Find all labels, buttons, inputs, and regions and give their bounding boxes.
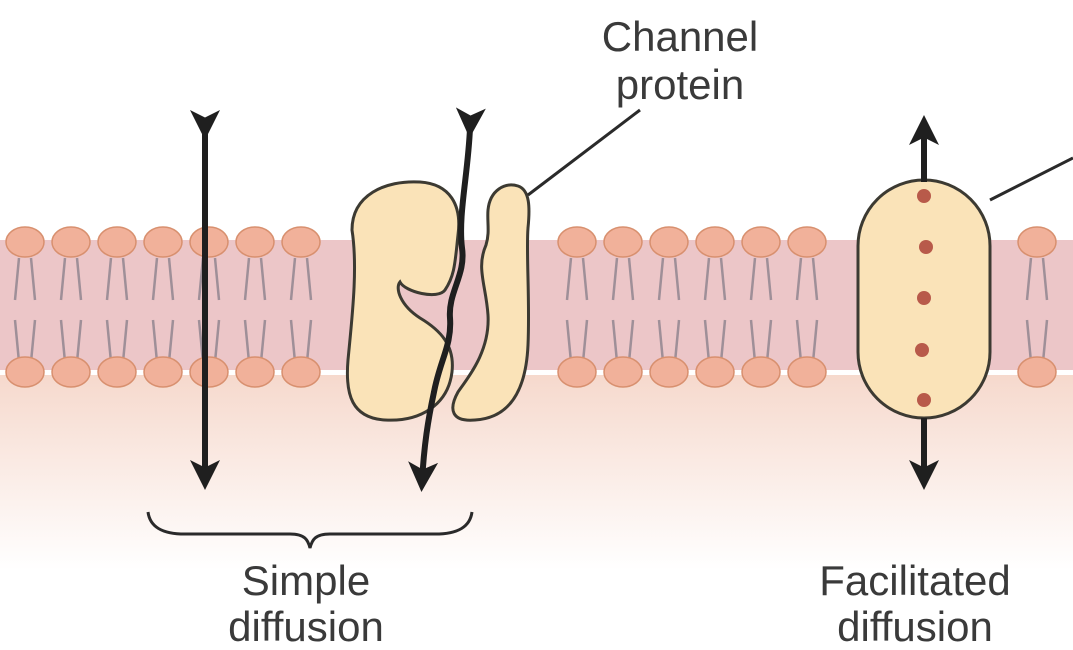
transported-molecule-dot [917,291,931,305]
phospholipid-head [52,227,90,257]
phospholipid-head [1018,357,1056,387]
phospholipid-head [604,227,642,257]
phospholipid-head [144,357,182,387]
phospholipid-head [696,227,734,257]
phospholipid-head [6,357,44,387]
channel-protein-label-line1: Channel [560,14,800,60]
simple-diffusion-label-line1: Simple [186,558,426,604]
channel-protein-label-line2: protein [560,62,800,108]
facilitated-diffusion-label-line2: diffusion [765,604,1065,650]
phospholipid-head [742,227,780,257]
phospholipid-head [6,227,44,257]
phospholipid-head [52,357,90,387]
phospholipid-head [742,357,780,387]
transported-molecule-dot [917,393,931,407]
transported-molecule-dot [919,240,933,254]
facilitated-diffusion-label-line1: Facilitated [765,558,1065,604]
carrier-protein-leader-line [990,158,1073,200]
phospholipid-head [604,357,642,387]
phospholipid-head [788,227,826,257]
phospholipid-head [282,357,320,387]
phospholipid-head [558,227,596,257]
phospholipid-head [98,227,136,257]
phospholipid-head [236,357,274,387]
phospholipid-head [144,227,182,257]
simple-diffusion-label-line2: diffusion [186,604,426,650]
phospholipid-head [190,357,228,387]
phospholipid-head [788,357,826,387]
phospholipid-head [282,227,320,257]
phospholipid-head [190,227,228,257]
phospholipid-head [1018,227,1056,257]
transported-molecule-dot [915,343,929,357]
phospholipid-head [650,227,688,257]
phospholipid-head [98,357,136,387]
phospholipid-head [558,357,596,387]
phospholipid-head [236,227,274,257]
transported-molecule-dot [917,189,931,203]
channel-protein-leader-line [528,110,640,195]
phospholipid-head [650,357,688,387]
phospholipid-head [696,357,734,387]
